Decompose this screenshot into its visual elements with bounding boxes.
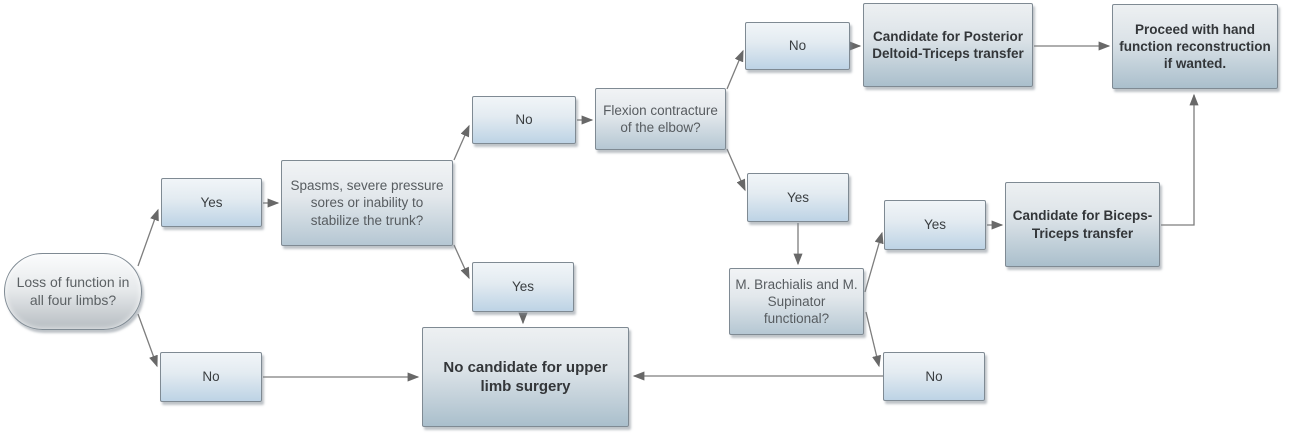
edge-flexion-yes3 — [726, 148, 746, 192]
node-posterior-deltoid-result: Candidate for Posterior Deltoid-Triceps … — [863, 3, 1033, 87]
edge-start-no1 — [137, 313, 158, 368]
node-spasms-question-label: Spasms, severe pressure sores or inabili… — [290, 178, 444, 228]
node-yes-4-label: Yes — [923, 217, 947, 233]
node-yes-3-label: Yes — [786, 189, 810, 205]
node-no-4: No — [883, 352, 985, 401]
node-start: Loss of function in all four limbs? — [4, 253, 142, 330]
node-brachialis-question-label: M. Brachialis and M. Supinator functiona… — [735, 276, 858, 327]
node-proceed-hand-result-label: Proceed with hand function reconstructio… — [1119, 21, 1271, 72]
node-no-1: No — [160, 352, 262, 402]
node-spasms-question: Spasms, severe pressure sores or inabili… — [281, 160, 453, 246]
edge-start-yes1 — [137, 208, 159, 267]
node-no-candidate-result-label: No candidate for upper limb surgery — [443, 358, 608, 395]
node-no-2: No — [472, 96, 576, 144]
node-biceps-result-label: Candidate for Biceps-Triceps transfer — [1012, 208, 1153, 241]
node-no-4-label: No — [925, 368, 943, 384]
edge-flexion-no3 — [726, 49, 744, 90]
node-yes-1: Yes — [161, 178, 262, 227]
node-yes-1-label: Yes — [200, 194, 223, 210]
node-brachialis-question: M. Brachialis and M. Supinator functiona… — [729, 268, 864, 335]
node-yes-2-label: Yes — [511, 279, 535, 295]
node-flexion-question-label: Flexion contracture of the elbow? — [603, 102, 718, 135]
edge-biceps-proceed — [1161, 93, 1199, 226]
node-no-3-label: No — [788, 38, 807, 54]
node-proceed-hand-result: Proceed with hand function reconstructio… — [1112, 4, 1278, 89]
node-no-1-label: No — [202, 369, 220, 385]
node-yes-2: Yes — [472, 262, 574, 312]
node-biceps-result: Candidate for Biceps-Triceps transfer — [1005, 182, 1160, 267]
node-yes-3: Yes — [747, 173, 849, 222]
edge-spasms-no2 — [453, 124, 470, 161]
node-no-2-label: No — [515, 112, 533, 128]
node-no-3: No — [745, 22, 850, 70]
node-start-label: Loss of function in all four limbs? — [16, 273, 130, 308]
node-yes-4: Yes — [884, 200, 986, 250]
edge-brachialis-no4 — [865, 311, 881, 368]
node-flexion-question: Flexion contracture of the elbow? — [595, 88, 726, 150]
node-posterior-deltoid-result-label: Candidate for Posterior Deltoid-Triceps … — [872, 28, 1024, 61]
node-no-candidate-result: No candidate for upper limb surgery — [422, 327, 629, 427]
edge-spasms-yes2 — [453, 244, 470, 280]
edge-brachialis-yes4 — [864, 231, 884, 293]
